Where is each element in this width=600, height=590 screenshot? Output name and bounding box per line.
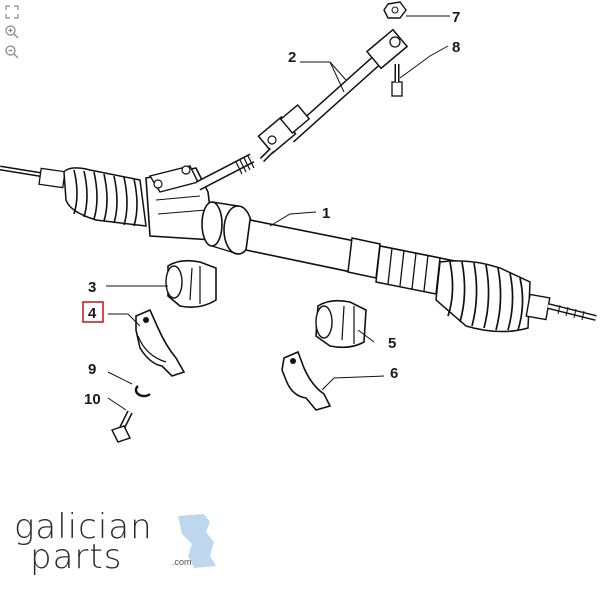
callout-8[interactable]: 8: [452, 39, 460, 56]
intermediate-shaft: [257, 28, 409, 163]
left-tie-rod: [0, 165, 66, 189]
mounting-clamp-right: [281, 350, 332, 411]
bolt-part-upper: [391, 64, 403, 97]
leader-lines: [106, 15, 450, 411]
callout-highlight-box: [82, 301, 104, 323]
callout-6[interactable]: 6: [390, 365, 398, 382]
bolt-part-lower: [111, 410, 133, 443]
right-boot: [435, 260, 531, 333]
pinion-shaft: [195, 153, 255, 191]
mounting-bush-right: [315, 299, 367, 349]
rack-tube: [245, 219, 461, 295]
callout-5[interactable]: 5: [388, 335, 396, 352]
zoom-out-icon[interactable]: [4, 44, 20, 60]
logo-text-line1: galician: [14, 507, 153, 547]
fit-to-screen-icon[interactable]: [4, 4, 20, 20]
callout-2[interactable]: 2: [288, 49, 296, 66]
right-tie-rod: [525, 293, 597, 321]
logo-map-shape: [178, 514, 216, 568]
galicianparts-logo: galician parts .com: [14, 510, 224, 574]
callout-1[interactable]: 1: [322, 205, 330, 222]
zoom-in-icon[interactable]: [4, 24, 20, 40]
mounting-clamp-left: [135, 308, 186, 377]
callout-3[interactable]: 3: [88, 279, 96, 296]
callout-10[interactable]: 10: [84, 391, 101, 408]
steering-box-housing: [145, 165, 253, 255]
left-boot: [63, 167, 147, 227]
washer-part: [134, 385, 151, 398]
callout-4[interactable]: 4: [88, 305, 97, 322]
callout-7[interactable]: 7: [452, 9, 460, 26]
mounting-bush-left: [165, 259, 217, 308]
logo-text-line2: parts: [30, 537, 123, 577]
callout-9[interactable]: 9: [88, 361, 96, 378]
nut-part: [383, 1, 407, 19]
logo-suffix: .com: [172, 557, 192, 567]
